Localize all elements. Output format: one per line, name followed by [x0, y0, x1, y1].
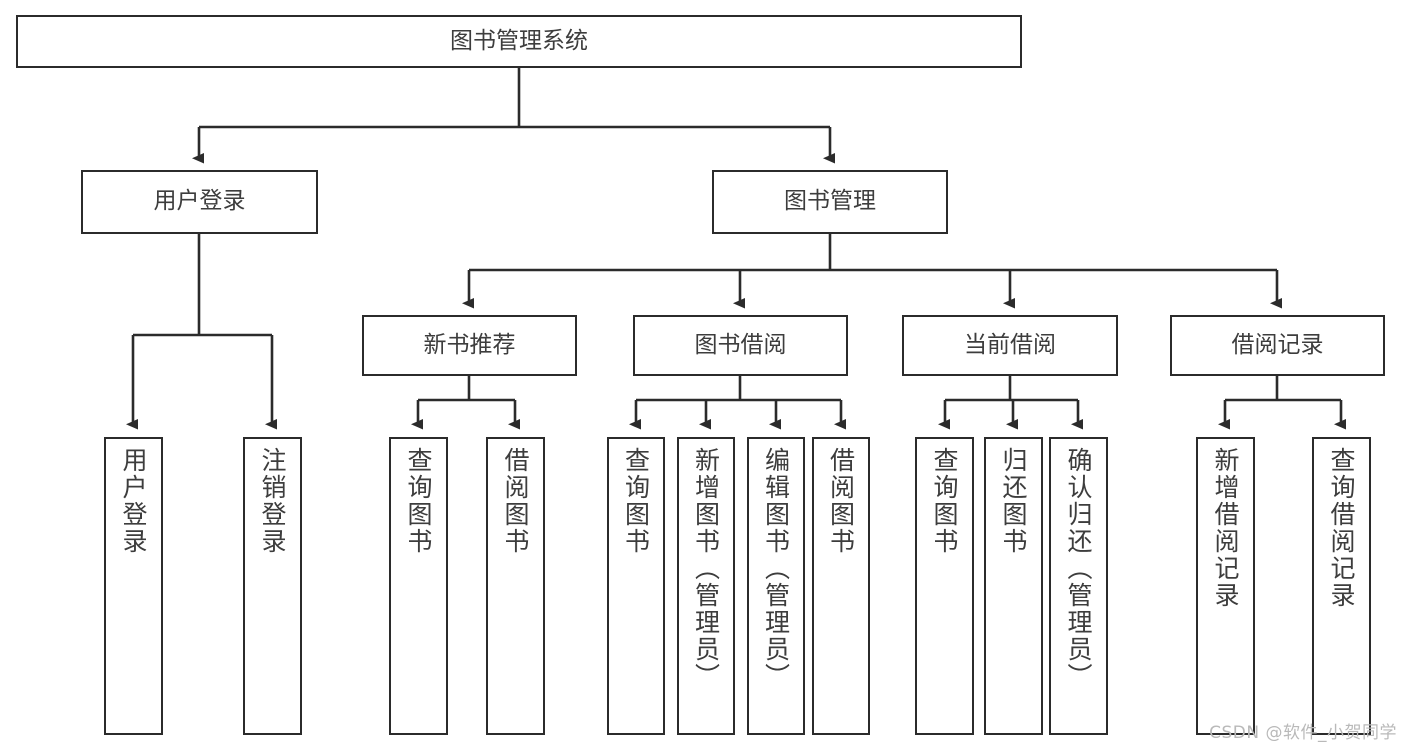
node-label: 用户登录 — [119, 447, 148, 555]
node-label: 注销登录 — [258, 447, 287, 555]
node-label: 借阅图书 — [826, 447, 856, 555]
node-leaf-return-book[interactable]: 归还图书 — [984, 437, 1043, 735]
node-user-login[interactable]: 用户登录 — [81, 170, 318, 234]
node-label: 查询图书 — [930, 447, 959, 555]
node-label: 新书推荐 — [423, 331, 516, 358]
node-root-system[interactable]: 图书管理系统 — [16, 15, 1022, 68]
node-label: 图书管理系统 — [450, 27, 588, 54]
node-leaf-confirm-return-admin[interactable]: 确认归还（管理员） — [1049, 437, 1108, 735]
node-label: 新增图书（管理员） — [691, 447, 721, 690]
node-label: 查询图书 — [404, 447, 433, 555]
node-leaf-edit-book-admin[interactable]: 编辑图书（管理员） — [747, 437, 805, 735]
node-label: 查询借阅记录 — [1327, 447, 1356, 609]
node-book-borrow[interactable]: 图书借阅 — [633, 315, 848, 376]
node-new-book-recommend[interactable]: 新书推荐 — [362, 315, 577, 376]
node-label: 借阅记录 — [1231, 331, 1324, 358]
node-leaf-current-query-book[interactable]: 查询图书 — [915, 437, 974, 735]
node-leaf-borrow-borrow-book[interactable]: 借阅图书 — [812, 437, 870, 735]
node-book-management[interactable]: 图书管理 — [712, 170, 948, 234]
node-label: 图书管理 — [784, 188, 876, 215]
node-label: 图书借阅 — [694, 331, 787, 358]
node-label: 新增借阅记录 — [1211, 447, 1240, 609]
node-current-borrow[interactable]: 当前借阅 — [902, 315, 1118, 376]
connector-newbook-to-leaves — [411, 376, 520, 430]
node-leaf-logout[interactable]: 注销登录 — [243, 437, 302, 735]
node-leaf-query-borrow-record[interactable]: 查询借阅记录 — [1312, 437, 1371, 735]
node-label: 编辑图书（管理员） — [761, 447, 791, 690]
node-borrow-record[interactable]: 借阅记录 — [1170, 315, 1385, 376]
node-leaf-borrow-query-book[interactable]: 查询图书 — [607, 437, 665, 735]
node-label: 查询图书 — [621, 447, 651, 555]
node-label: 归还图书 — [999, 447, 1028, 555]
connector-bookmgmt-to-level3 — [462, 234, 1282, 309]
connector-borrowbook-to-leaves — [629, 376, 846, 430]
node-leaf-newbook-borrow-book[interactable]: 借阅图书 — [486, 437, 545, 735]
node-leaf-add-borrow-record[interactable]: 新增借阅记录 — [1196, 437, 1255, 735]
node-label: 用户登录 — [153, 188, 246, 215]
connector-borrowrecord-to-leaves — [1218, 376, 1346, 430]
node-leaf-user-login[interactable]: 用户登录 — [104, 437, 163, 735]
node-label: 确认归还（管理员） — [1064, 447, 1093, 690]
node-leaf-add-book-admin[interactable]: 新增图书（管理员） — [677, 437, 735, 735]
connector-userlogin-to-leaves — [126, 234, 277, 430]
node-leaf-newbook-query-book[interactable]: 查询图书 — [389, 437, 448, 735]
connector-root-to-level2 — [192, 68, 835, 164]
node-label: 借阅图书 — [501, 447, 530, 555]
node-label: 当前借阅 — [964, 331, 1056, 358]
connector-currentborrow-to-leaves — [938, 376, 1083, 430]
